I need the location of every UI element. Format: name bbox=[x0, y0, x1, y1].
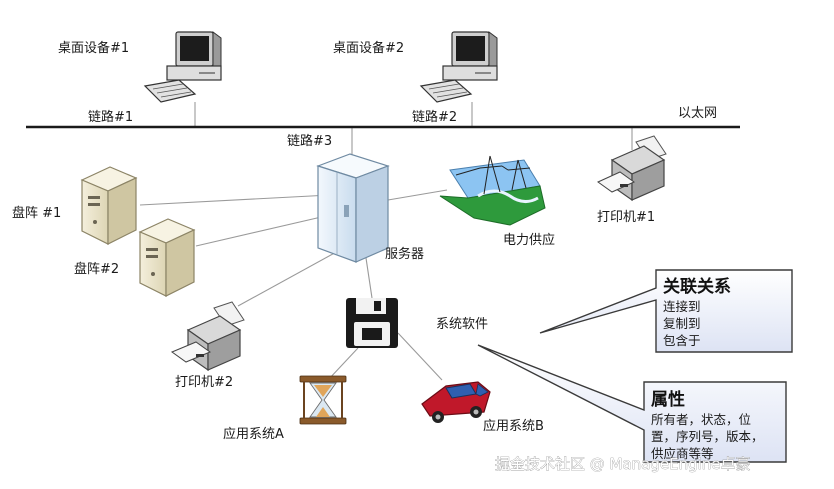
car-icon bbox=[421, 381, 491, 423]
label-link1: 链路#1 bbox=[88, 109, 133, 125]
diagram-labels: 桌面设备#1 桌面设备#2 链路#1 链路#2 链路#3 以太网 盘阵 #1 盘… bbox=[12, 40, 717, 442]
label-power: 电力供应 bbox=[503, 232, 555, 248]
connection-lines bbox=[139, 102, 633, 381]
desktop2-icon bbox=[419, 31, 498, 103]
relations-line-1: 连接到 bbox=[663, 299, 701, 314]
label-printer1: 打印机#1 bbox=[597, 210, 655, 225]
link-server-array1 bbox=[139, 194, 331, 206]
label-desktop1: 桌面设备#1 bbox=[58, 40, 129, 56]
label-software: 系统软件 bbox=[436, 317, 488, 332]
label-appB: 应用系统B bbox=[483, 418, 544, 434]
disk-array1-icon bbox=[80, 166, 138, 245]
label-array2: 盘阵#2 bbox=[74, 261, 119, 277]
link-software-appA bbox=[327, 347, 359, 381]
disk-array2-icon bbox=[138, 218, 196, 297]
floppy-disk-icon bbox=[346, 298, 398, 348]
relations-title: 关联关系 bbox=[663, 276, 731, 297]
label-array1: 盘阵 #1 bbox=[12, 205, 61, 221]
hourglass-icon bbox=[299, 375, 347, 425]
relations-line-3: 包含于 bbox=[663, 333, 701, 348]
label-link3: 链路#3 bbox=[287, 133, 332, 149]
label-ethernet: 以太网 bbox=[678, 106, 717, 121]
link-software-appB bbox=[397, 332, 443, 381]
watermark: 掘金技术社区 @ ManageEngine卓豪 bbox=[495, 455, 751, 473]
attributes-title: 属性 bbox=[651, 389, 685, 410]
attributes-line-2: 置，序列号，版本， bbox=[651, 429, 764, 444]
desktop1-icon bbox=[143, 31, 222, 103]
server-icon bbox=[316, 153, 390, 263]
label-printer2: 打印机#2 bbox=[175, 375, 233, 390]
link-server-software bbox=[365, 257, 373, 299]
power-supply-icon bbox=[439, 155, 546, 226]
link-server-power bbox=[387, 189, 448, 201]
label-appA: 应用系统A bbox=[223, 426, 284, 442]
link-server-printer2 bbox=[237, 249, 341, 307]
printer2-icon bbox=[170, 301, 245, 372]
relations-line-2: 复制到 bbox=[663, 316, 701, 331]
relations-callout: 关联关系 连接到 复制到 包含于 bbox=[539, 269, 793, 353]
attributes-line-3: 供应商等等 bbox=[651, 446, 714, 461]
label-server: 服务器 bbox=[385, 246, 424, 262]
attributes-callout: 属性 所有者，状态，位 置，序列号，版本， 供应商等等 bbox=[477, 344, 787, 463]
link-server-array2 bbox=[195, 214, 331, 247]
printer1-icon bbox=[597, 135, 667, 202]
label-desktop2: 桌面设备#2 bbox=[333, 40, 404, 56]
attributes-line-1: 所有者，状态，位 bbox=[651, 412, 751, 427]
label-link2: 链路#2 bbox=[412, 109, 457, 125]
